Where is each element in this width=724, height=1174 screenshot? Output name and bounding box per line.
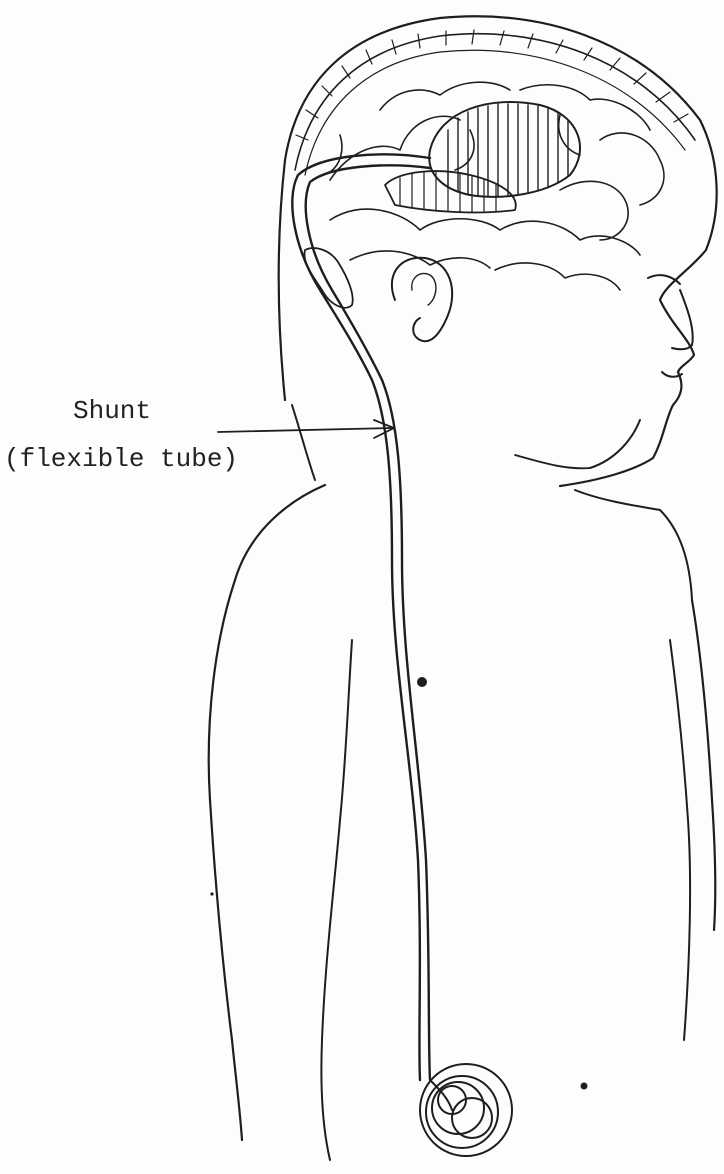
ear-inner (412, 273, 436, 305)
arm-front-line (670, 640, 690, 1040)
body-back (209, 485, 325, 1140)
nipple-dot (417, 677, 427, 687)
shunt-label-description: (flexible tube) (4, 446, 238, 472)
head-outline (279, 16, 717, 486)
neck-front (575, 490, 692, 600)
body-front (692, 600, 715, 930)
chin (590, 420, 640, 468)
brain-folds (330, 82, 664, 290)
jaw (515, 455, 590, 468)
arm-line (321, 640, 352, 1160)
neck-back (292, 405, 315, 480)
speck-dot (210, 892, 213, 895)
shunt-tube-inner (306, 165, 430, 1080)
shunt-label: Shunt (73, 398, 151, 424)
nose (672, 290, 693, 349)
ventricle-hatching (448, 104, 568, 196)
ear (392, 258, 452, 342)
ventricle-horn-hatching (400, 171, 496, 212)
eye (648, 275, 680, 284)
label-arrow-line (218, 428, 392, 432)
shunt-coil (420, 1064, 512, 1156)
shunt-tube-outer (292, 154, 430, 1080)
navel-dot (581, 1083, 588, 1090)
